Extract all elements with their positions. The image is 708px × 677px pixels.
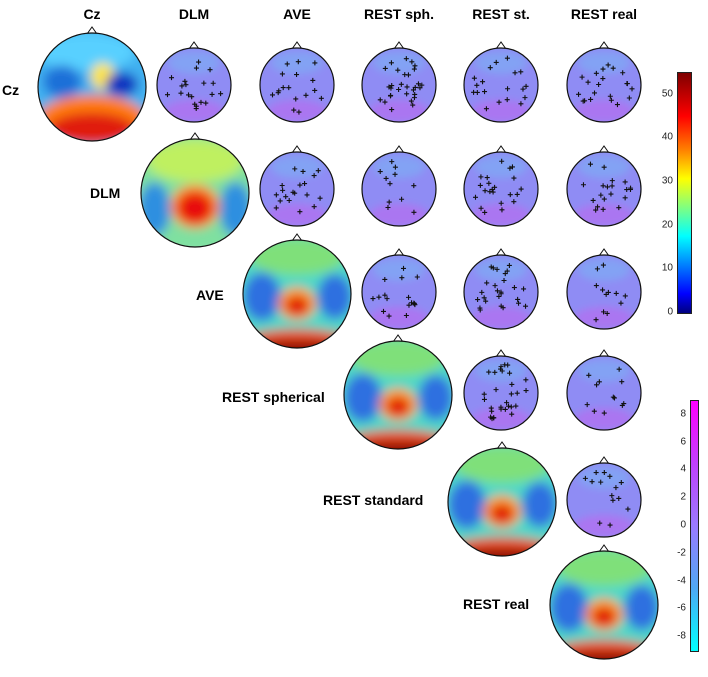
topomap-diff-1-4 xyxy=(463,145,539,227)
colorbar-amplitude-tick-3: 20 xyxy=(661,219,673,231)
topomap-diagonal-4 xyxy=(447,441,557,557)
row-label-5: REST real xyxy=(463,596,530,612)
row-label-4: REST standard xyxy=(323,492,424,508)
column-header-5: REST real xyxy=(570,6,638,22)
colorbar-amplitude-tick-2: 30 xyxy=(661,175,673,187)
topomap-diff-0-5 xyxy=(566,41,642,123)
topomap-diagonal-5 xyxy=(549,544,659,660)
colorbar-amplitude-tick-1: 40 xyxy=(661,131,673,143)
colorbar-difference-tick-0: 8 xyxy=(680,408,686,420)
topomap-diagonal-2 xyxy=(242,233,352,349)
row-label-0: Cz xyxy=(2,82,20,98)
topomap-diff-0-1 xyxy=(156,41,232,123)
topomap-diagonal-0 xyxy=(37,26,147,142)
topomap-diagonal-1 xyxy=(140,132,250,248)
column-header-4: REST st. xyxy=(472,6,530,22)
row-label-1: DLM xyxy=(90,185,121,201)
colorbar-amplitude-tick-5: 0 xyxy=(667,306,673,318)
topomap-diff-3-5 xyxy=(566,349,642,431)
row-label-2: AVE xyxy=(196,287,224,303)
colorbar-amplitude-tick-4: 10 xyxy=(661,262,673,274)
colorbar-difference-tick-7: -6 xyxy=(677,602,686,614)
colorbar-amplitude xyxy=(677,72,692,314)
topomap-diff-0-4 xyxy=(463,41,539,123)
colorbar-difference-tick-3: 2 xyxy=(680,491,686,503)
colorbar-difference-tick-8: -8 xyxy=(677,630,686,642)
colorbar-difference-tick-5: -2 xyxy=(677,547,686,559)
colorbar-difference-tick-6: -4 xyxy=(677,575,686,587)
topomap-diff-2-5 xyxy=(566,248,642,330)
column-header-0: Cz xyxy=(83,6,101,22)
topomap-diff-0-2 xyxy=(259,41,335,123)
topomap-diff-2-4 xyxy=(463,248,539,330)
topomap-diff-1-5 xyxy=(566,145,642,227)
colorbar-difference-tick-2: 4 xyxy=(680,463,686,475)
colorbar-amplitude-tick-0: 50 xyxy=(661,88,673,100)
colorbar-difference-tick-4: 0 xyxy=(680,519,686,531)
column-header-1: DLM xyxy=(178,6,210,22)
colorbar-difference xyxy=(690,400,699,652)
topomap-diff-1-2 xyxy=(259,145,335,227)
topomap-diff-4-5 xyxy=(566,456,642,538)
topomap-diff-0-3 xyxy=(361,41,437,123)
column-header-2: AVE xyxy=(283,6,311,22)
topomap-diagonal-3 xyxy=(343,334,453,450)
topomap-diff-3-4 xyxy=(463,349,539,431)
topomap-diff-1-3 xyxy=(361,145,437,227)
column-header-3: REST sph. xyxy=(363,6,435,22)
row-label-3: REST spherical xyxy=(222,389,325,405)
topomap-diff-2-3 xyxy=(361,248,437,330)
colorbar-difference-tick-1: 6 xyxy=(680,436,686,448)
